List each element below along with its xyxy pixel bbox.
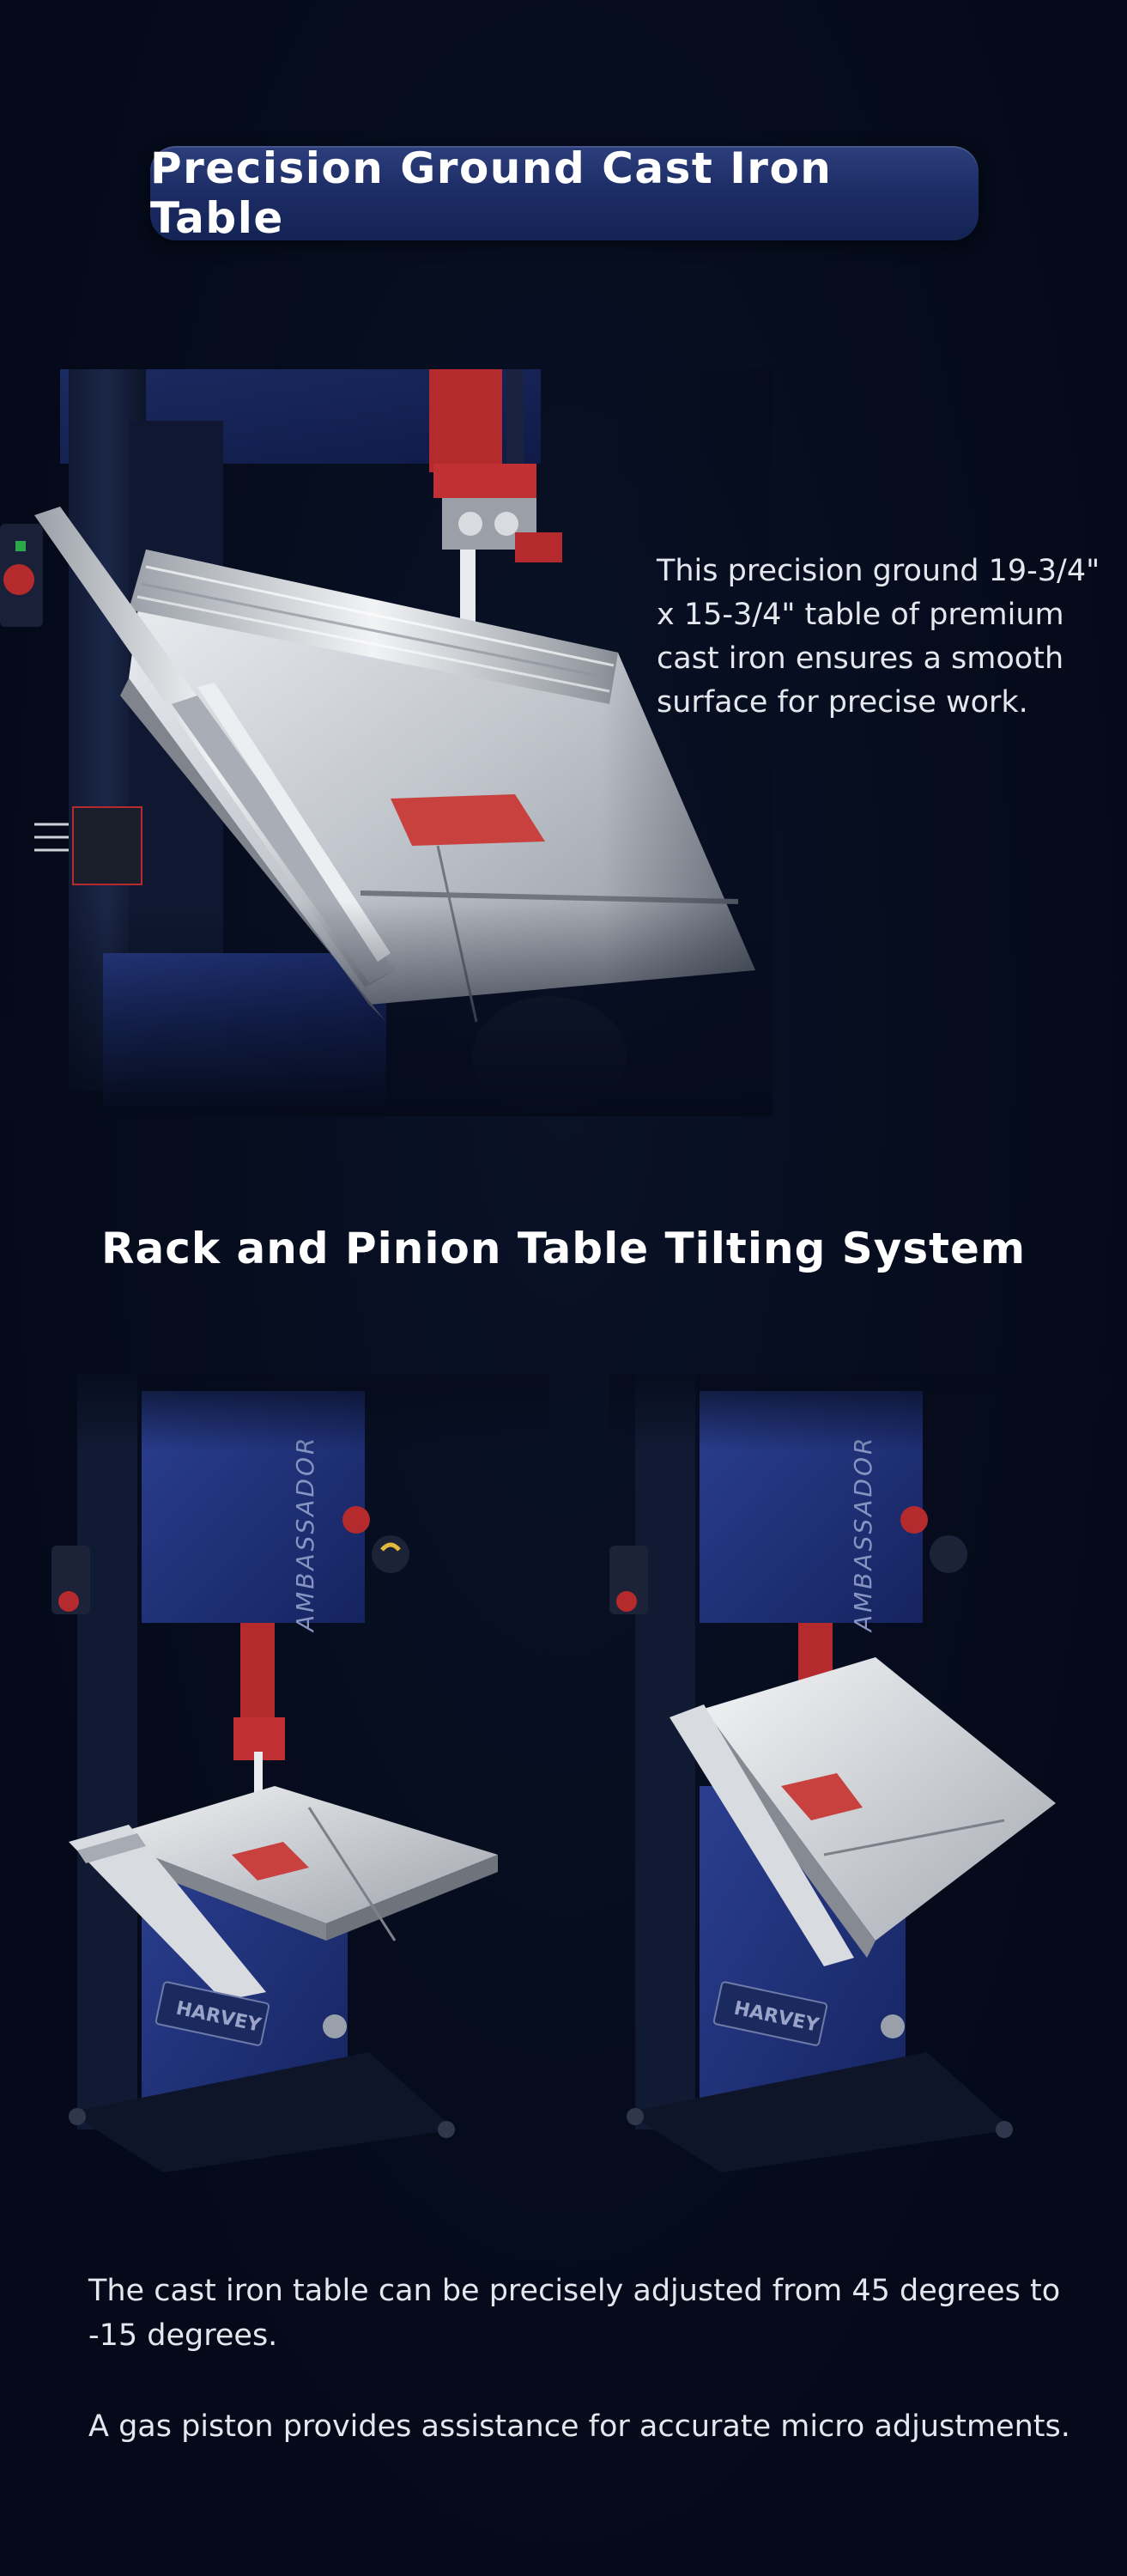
section-title-pill: Precision Ground Cast Iron Table (150, 143, 979, 243)
bandsaw-table-level-image: AMBASSADOR HARVEY (52, 1374, 549, 2190)
cast-iron-table-image (0, 369, 773, 1116)
section-title-tilting-system: Rack and Pinion Table Tilting System (100, 1224, 1027, 1273)
cast-iron-table-description: This precision ground 19-3/4" x 15-3/4" … (657, 554, 1100, 720)
tilt-range-description: The cast iron table can be precisely adj… (88, 2274, 1061, 2353)
brand-model-vertical-2: AMBASSADOR (849, 1436, 877, 1633)
brand-model-vertical: AMBASSADOR (291, 1436, 319, 1633)
gas-piston-description: A gas piston provides assistance for acc… (88, 2409, 1070, 2444)
bandsaw-table-tilted-image: AMBASSADOR HARVEY (609, 1374, 1107, 2190)
section-title-cast-iron-table: Precision Ground Cast Iron Table (150, 143, 833, 243)
